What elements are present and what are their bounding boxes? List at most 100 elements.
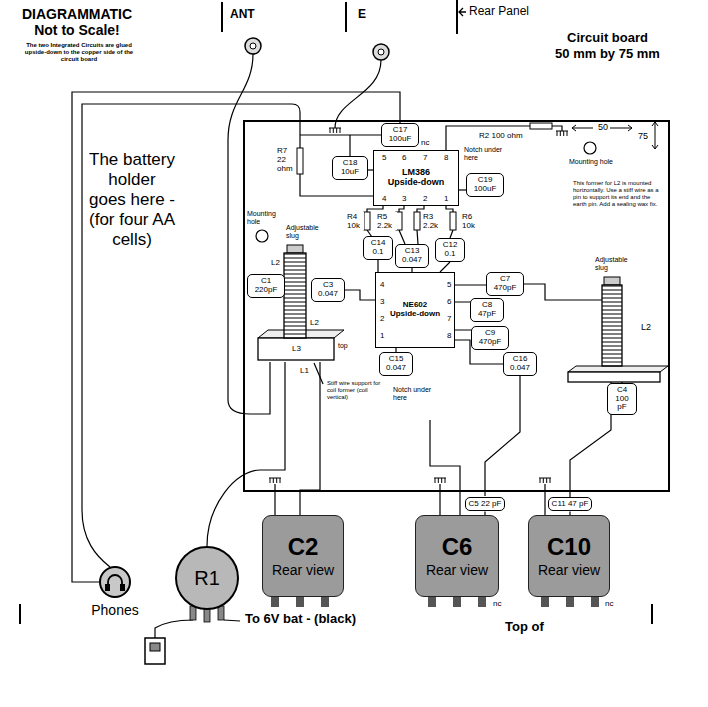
coil-former [568,366,668,372]
part-label: C8 47pF [474,301,500,319]
callout-label: Mounting hole [568,158,614,166]
part-label: Rear view [538,563,600,578]
hookup-wire [228,54,270,414]
hookup-wire [275,362,320,515]
callout-label: Stiff wire support for coil former (coil… [326,380,384,401]
part-label: C15 0.047 [383,355,409,373]
callout-label: 2 [379,314,385,323]
coil-former [604,277,620,285]
callout-label: This former for L2 is mounted horizontal… [572,180,664,208]
phones-socket: Phones [99,566,131,598]
part-label: C4 100 pF [611,386,633,412]
callout-label: L2 [640,322,652,332]
callout-label: Adjustable slug [594,256,636,272]
ground-symbol [556,131,568,136]
resistor-symbol [414,212,420,230]
part-label: C18 10uF [336,159,364,177]
part-label: C13 0.047 [399,247,425,265]
trimmer-pin [478,597,486,607]
callout-label: 4 [381,194,387,203]
coil-former [602,285,622,366]
part-label: Circuit board [545,30,670,46]
hookup-wire [224,620,240,621]
trimmer-pin [296,597,304,607]
capacitor-box: C7 470pF [486,272,524,296]
coil-former [258,338,334,360]
panel-edge [651,604,653,624]
part-label: Rear view [272,563,334,578]
capacitor-box: C19 100uF [466,173,504,197]
phones-symbol [105,584,110,591]
circuit-board: Circuit board50 mm by 75 mmC17 100uFC18 … [243,120,670,492]
coil-former [568,372,660,382]
capacitor-box: C11 47 pF [548,497,593,512]
part-label: LM386 Upside-down [386,168,446,188]
capacitor-box: C4 100 pF [607,383,637,415]
ground-symbol [269,478,281,483]
capacitor-box: C1 220pF [247,274,285,298]
capacitor-box: C13 0.047 [395,244,429,268]
resistor-symbol [530,123,552,129]
terminal [250,43,256,49]
coil-former [284,253,306,338]
callout-label: Mounting hole [246,210,288,226]
callout-label: R3 2.2k [422,212,443,230]
part-label: C1 220pF [251,277,281,295]
part-label: C6 [442,534,473,559]
callout-label: R2 100 ohm [478,131,524,140]
callout-label: R7 22 ohm [276,146,296,174]
callout-label: 6 [401,153,407,162]
callout-label: Top of [504,620,545,635]
part-label: C17 100uF [385,126,415,144]
part-label: C9 470pF [475,329,505,347]
panel-edge [19,604,21,624]
ground-symbol [539,478,551,483]
trimmer-pin [321,597,329,607]
resistor-symbol [297,123,552,230]
capacitor-box: C16 0.047 [503,352,537,376]
callout-label: nc [604,599,614,608]
terminal [373,44,389,60]
part-label: NE602 Upside-down [388,301,442,319]
part-label: C3 0.047 [315,281,341,299]
mounting-hole [256,142,596,242]
battery-switch [145,638,165,664]
hookup-wire [335,60,381,128]
coil-former [258,245,668,382]
callout-label: 7 [422,153,428,162]
capacitor-box: C5 22 pF [465,497,506,512]
callout-label: 8 [443,153,449,162]
battery-switch [145,638,165,664]
panel-edge [20,0,652,624]
part-label: C7 470pF [490,275,520,293]
wire-connector [72,92,400,582]
resistor-symbol [364,212,370,230]
capacitor-box: C18 10uF [332,156,368,180]
mounting-hole [584,142,596,154]
capacitor-box: C3 0.047 [311,278,345,302]
hookup-wire [545,382,611,515]
callout-label: The battery holder goes here - (for four… [88,150,176,250]
trimmer-pin [271,597,599,607]
resistor-symbol [297,148,303,174]
terminal [245,38,389,60]
trimmer-pin [428,597,436,607]
mounting-hole [256,230,268,242]
callout-label: 4 [379,280,385,289]
capacitor-box: C15 0.047 [379,352,413,376]
part-label: C19 100uF [470,176,500,194]
capacitor-box: C12 0.1 [435,238,465,262]
callout-label: nc [420,138,430,147]
trimmer-capacitor: C2Rear view [262,515,344,597]
callout-label: Adjustable slug [285,224,327,240]
ic-chip: NE602 Upside-down [375,272,455,348]
hookup-wire [520,284,602,300]
diagram-title: DIAGRAMMATIC Not to Scale! [14,6,140,38]
part-label: Rear view [426,563,488,578]
callout-label: L1 [299,366,310,375]
callout-label: L2 [270,258,281,267]
pot-pin [218,606,224,620]
callout-label: 1 [443,194,449,203]
